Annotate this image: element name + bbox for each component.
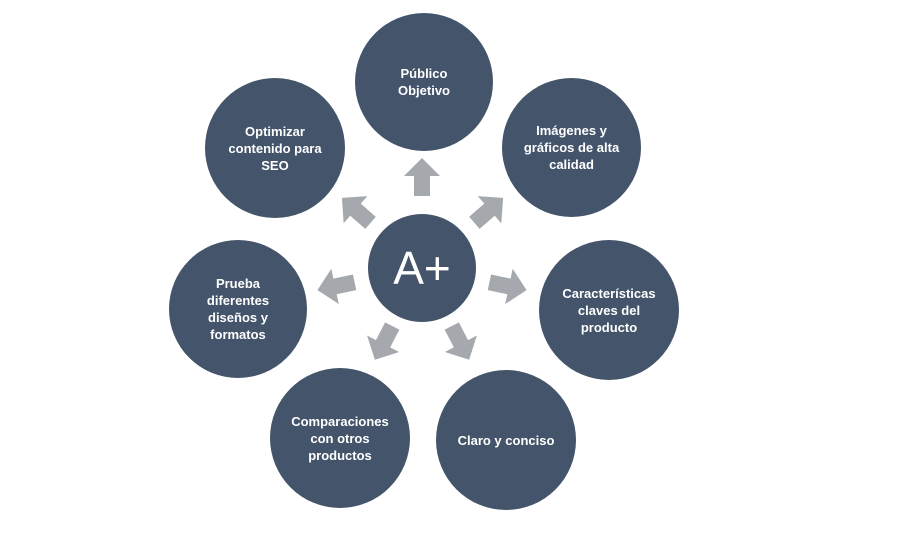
node-label: Prueba diferentes diseños y formatos — [206, 276, 270, 342]
node-label: Claro y conciso — [457, 432, 555, 448]
node-label: Público Objetivo — [397, 66, 450, 98]
arrow-to-imagenes-graficos — [469, 196, 504, 229]
node-caracteristicas-claves: Características claves del producto — [539, 240, 679, 380]
node-claro-conciso: Claro y conciso — [436, 370, 576, 510]
node-label: Comparaciones con otros productos — [291, 413, 389, 463]
arrow-to-publico-objetivo — [404, 158, 440, 196]
node-label: Optimizar contenido para SEO — [228, 123, 322, 173]
node-comparaciones: Comparaciones con otros productos — [270, 368, 410, 508]
node-prueba-disenos: Prueba diferentes diseños y formatos — [169, 240, 307, 378]
node-label: Imágenes y gráficos de alta calidad — [523, 123, 620, 172]
center-node: A+ — [366, 212, 478, 324]
center-label: A+ — [393, 242, 451, 294]
node-publico-objetivo: Público Objetivo — [355, 13, 493, 151]
arrow-to-claro-conciso — [444, 322, 477, 360]
arrow-to-prueba-disenos — [317, 268, 357, 305]
arrow-to-caracteristicas-claves — [487, 268, 527, 305]
arrow-to-optimizar-seo — [341, 196, 376, 229]
arrow-to-comparaciones — [367, 322, 400, 360]
node-optimizar-seo: Optimizar contenido para SEO — [205, 78, 345, 218]
node-label: Características claves del producto — [562, 285, 656, 335]
node-imagenes-graficos: Imágenes y gráficos de alta calidad — [502, 78, 641, 217]
